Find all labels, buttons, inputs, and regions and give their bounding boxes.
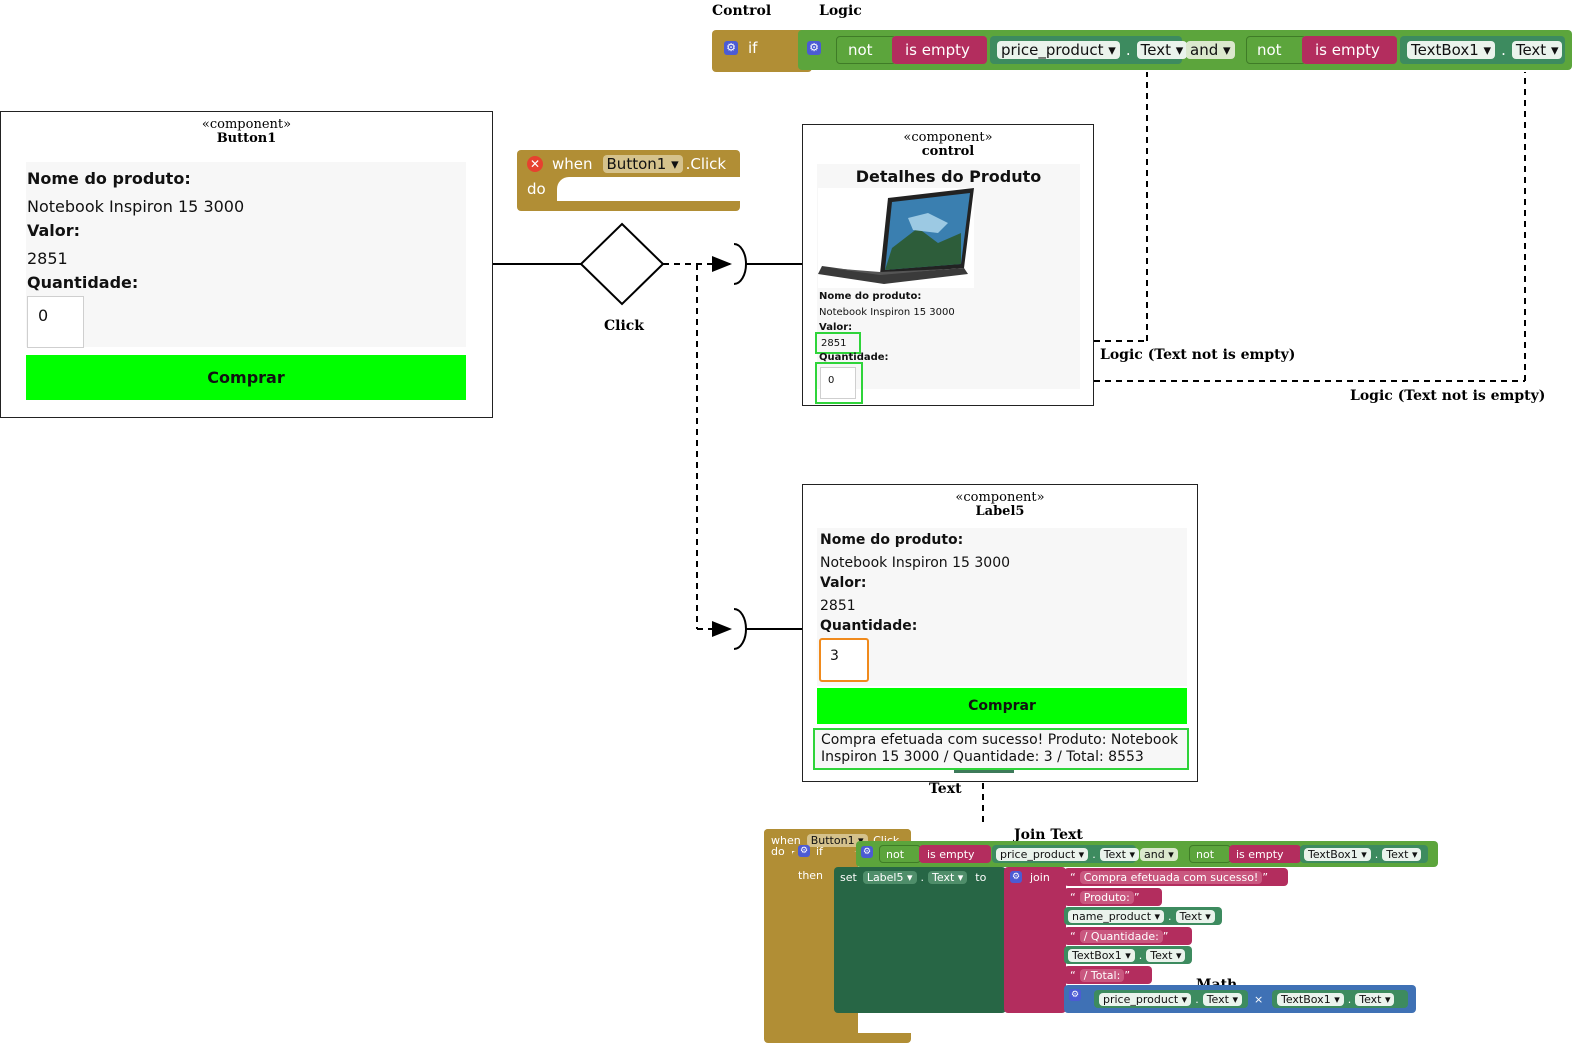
- and-dropdown[interactable]: and ▾: [1140, 847, 1178, 861]
- label5-dropdown[interactable]: Label5 ▾: [862, 870, 917, 884]
- click-label: Click: [604, 318, 645, 334]
- property-dropdown-text-1[interactable]: Text ▾: [1136, 41, 1188, 59]
- property-dropdown-text[interactable]: Text ▾: [1175, 909, 1215, 923]
- join-text-label: Join Text: [1014, 827, 1083, 843]
- component-name: control: [921, 144, 975, 159]
- button1-dropdown[interactable]: Button1 ▾: [602, 155, 683, 173]
- component-dropdown-price-product[interactable]: price_product ▾: [997, 41, 1120, 59]
- nome-label: Nome do produto:: [819, 291, 922, 302]
- component-dropdown-textbox1[interactable]: TextBox1 ▾: [1407, 41, 1496, 59]
- result-label: Compra efetuada com sucesso! Produto: No…: [813, 728, 1189, 770]
- valor-value: 2851: [27, 249, 68, 268]
- logic-text-not-empty-label-1: Logic (Text not is empty): [1100, 347, 1296, 363]
- nome-value: Notebook Inspiron 15 3000: [820, 555, 1011, 571]
- set-label5-block[interactable]: [834, 867, 1006, 1013]
- if-keyword: if: [748, 39, 758, 57]
- decision-diamond: [579, 222, 665, 306]
- join-block[interactable]: [1004, 867, 1066, 1013]
- and-gear-icon[interactable]: ⚙: [807, 41, 821, 55]
- multiply-operator: ×: [1254, 992, 1264, 1006]
- nome-value: Notebook Inspiron 15 3000: [27, 197, 245, 216]
- result-line-1: Compra efetuada com sucesso! Produto: No…: [821, 732, 1179, 748]
- string-quantidade[interactable]: / Quantidade:: [1079, 929, 1163, 943]
- comprar-button[interactable]: Comprar: [817, 688, 1187, 724]
- detalhes-title: Detalhes do Produto: [855, 167, 1042, 186]
- valor-value: 2851: [821, 338, 847, 349]
- close-icon[interactable]: ✕: [527, 156, 543, 172]
- mutator-gear-icon[interactable]: ⚙: [724, 41, 738, 55]
- component-name: Label5: [975, 504, 1025, 519]
- string-produto[interactable]: Produto:: [1079, 890, 1134, 904]
- component-name: Button1: [216, 131, 277, 146]
- property-dropdown-text[interactable]: Text ▾: [1146, 948, 1186, 962]
- button1-dropdown[interactable]: Button1 ▾: [806, 833, 868, 847]
- and-dropdown[interactable]: and ▾: [1186, 41, 1235, 59]
- is-empty-keyword-1: is empty: [905, 41, 970, 59]
- full-event-block: when Button1 ▾ .Click do ⚙ if then ⚙ not…: [764, 829, 1444, 1043]
- control-category-label: Control: [712, 3, 772, 19]
- math-gear-icon[interactable]: ⚙: [1069, 989, 1081, 1001]
- valor-value: 2851: [820, 598, 856, 614]
- quantidade-highlight: 0: [815, 362, 863, 404]
- and-gear-icon[interactable]: ⚙: [861, 846, 873, 858]
- nome-value: Notebook Inspiron 15 3000: [819, 307, 955, 318]
- text-label: Text: [929, 781, 962, 797]
- set-property-dropdown[interactable]: Text ▾: [928, 870, 968, 884]
- string-total[interactable]: / Total:: [1079, 968, 1125, 982]
- component-dropdown-price-product[interactable]: price_product ▾: [996, 847, 1089, 861]
- component-dropdown-textbox1[interactable]: TextBox1 ▾: [1304, 847, 1371, 861]
- property-dropdown-text[interactable]: Text ▾: [1099, 847, 1139, 861]
- valor-highlight: 2851: [815, 332, 861, 354]
- valor-label: Valor:: [820, 575, 867, 591]
- string-compra-efetuada[interactable]: Compra efetuada com sucesso!: [1079, 870, 1263, 884]
- product-panel: [26, 162, 466, 347]
- join-gear-icon[interactable]: ⚙: [1010, 871, 1022, 883]
- do-keyword: do: [527, 180, 546, 198]
- quantidade-input[interactable]: 0: [820, 367, 856, 399]
- property-dropdown-text[interactable]: Text ▾: [1355, 992, 1395, 1006]
- valor-label: Valor:: [27, 221, 81, 240]
- if-gear-icon[interactable]: ⚙: [798, 845, 810, 857]
- property-dropdown-text[interactable]: Text ▾: [1382, 847, 1422, 861]
- not-keyword-2: not: [1257, 41, 1282, 59]
- component-dropdown-price-product[interactable]: price_product ▾: [1099, 992, 1192, 1006]
- quantidade-input[interactable]: 3: [819, 638, 869, 682]
- component-dropdown-textbox1[interactable]: TextBox1 ▾: [1277, 992, 1344, 1006]
- is-empty-keyword-2: is empty: [1315, 41, 1380, 59]
- product-panel: [817, 528, 1187, 686]
- nome-label: Nome do produto:: [27, 169, 191, 188]
- nome-label: Nome do produto:: [820, 532, 964, 548]
- comprar-button[interactable]: Comprar: [26, 355, 466, 400]
- quantidade-label: Quantidade:: [819, 352, 889, 363]
- quantidade-input[interactable]: 0: [27, 296, 84, 348]
- logic-text-not-empty-label-2: Logic (Text not is empty): [1350, 388, 1546, 404]
- if-condition-row: ⚙ if ⚙ not is empty price_product ▾ . Te…: [712, 30, 1572, 72]
- quantidade-label: Quantidade:: [27, 273, 139, 292]
- quantidade-label: Quantidade:: [820, 618, 918, 634]
- not-keyword-1: not: [848, 41, 873, 59]
- laptop-image: [818, 188, 974, 288]
- result-line-2: Inspiron 15 3000 / Quantidade: 3 / Total…: [821, 749, 1144, 765]
- property-dropdown-text-2[interactable]: Text ▾: [1511, 41, 1563, 59]
- property-dropdown-text[interactable]: Text ▾: [1202, 992, 1242, 1006]
- name-product-dropdown[interactable]: name_product ▾: [1068, 909, 1165, 923]
- textbox1-dropdown[interactable]: TextBox1 ▾: [1068, 948, 1135, 962]
- logic-category-label: Logic: [819, 3, 862, 19]
- valor-label: Valor:: [819, 322, 853, 333]
